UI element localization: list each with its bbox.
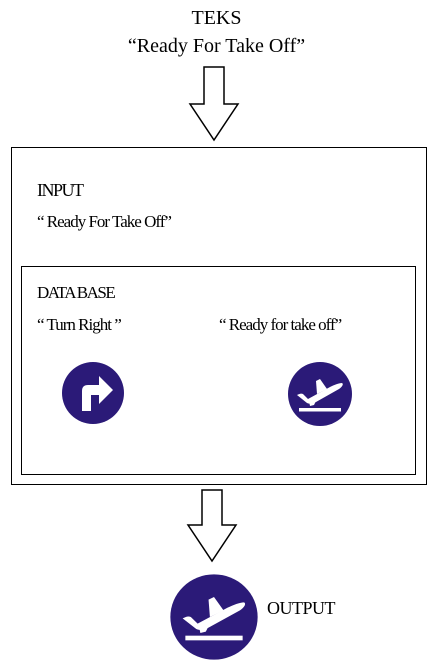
database-box: [21, 266, 416, 475]
database-entry-turn-right: “ Turn Right ”: [37, 315, 122, 334]
airplane-takeoff-sign-icon: [288, 362, 352, 426]
arrow-down-icon: [188, 66, 240, 142]
database-entry-ready-for-take-off: “ Ready for take off”: [219, 315, 342, 334]
output-label: OUTPUT: [267, 598, 336, 618]
input-text: “ Ready For Take Off”: [37, 212, 172, 231]
arrow-down-icon: [186, 489, 238, 563]
teks-title: TEKS: [191, 7, 242, 29]
airplane-takeoff-sign-icon: [170, 574, 258, 660]
turn-right-sign-icon: [62, 362, 124, 424]
input-label: INPUT: [37, 180, 84, 200]
database-label: DATA BASE: [37, 283, 116, 302]
teks-text: “Ready For Take Off”: [127, 35, 306, 57]
processing-box: [11, 147, 427, 485]
